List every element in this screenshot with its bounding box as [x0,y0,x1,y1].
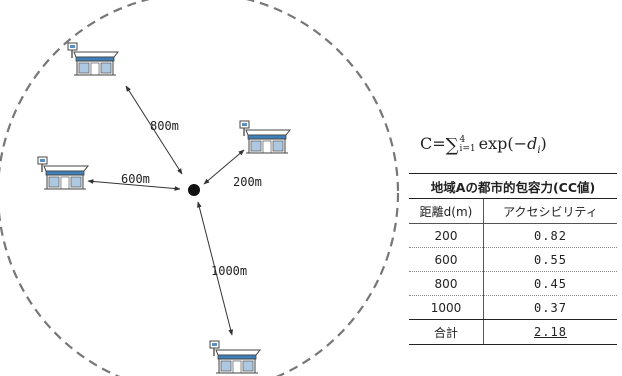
formula-sub: i [537,145,541,157]
formula-prefix: C= [420,134,446,153]
table-row: 200 0.82 [409,223,617,248]
column-header-accessibility: アクセシビリティ [483,198,617,224]
sum-symbol: ∑ [445,135,459,156]
accessibility-diagram: 800m 600m 200m 1000m [0,0,400,376]
distance-cell: 1000 [409,295,484,320]
column-header-distance: 距離d(m) [409,198,484,224]
convenience-store-icon [239,120,291,154]
table-row: 600 0.55 [409,247,617,272]
accessibility-cell: 0.55 [483,247,617,272]
total-label: 合計 [409,319,484,345]
convenience-store-icon [209,340,261,374]
formula-close: ) [540,134,547,153]
table-row: 800 0.45 [409,271,617,296]
total-value: 2.18 [534,325,567,339]
distance-label-600: 600m [121,172,150,186]
sum-lower: i=1 [459,143,476,154]
distance-label-1000: 1000m [211,264,247,278]
table-title: 地域Aの都市的包容力(CC値) [409,173,617,199]
distance-cell: 200 [409,223,484,248]
convenience-store-icon [67,42,119,76]
cc-table: 地域Aの都市的包容力(CC値) 距離d(m) アクセシビリティ 200 0.82… [409,173,617,345]
accessibility-cell: 0.45 [483,271,617,296]
distance-arrow-600 [87,179,181,191]
service-area-circle [0,0,400,376]
accessibility-cell: 0.82 [483,223,617,248]
total-value-cell: 2.18 [483,319,617,345]
distance-arrow-200 [203,149,245,185]
distance-label-200: 200m [233,175,262,189]
distance-label-800: 800m [150,119,179,133]
distance-cell: 600 [409,247,484,272]
accessibility-cell: 0.37 [483,295,617,320]
total-row: 合計 2.18 [409,319,617,345]
table-row: 1000 0.37 [409,295,617,320]
convenience-store-icon [37,156,89,190]
sum-upper: 4 [459,134,466,145]
center-point-icon [188,184,200,196]
distance-arrow-800 [125,85,183,175]
formula-var: d [527,134,538,153]
formula-body: exp(− [478,134,528,153]
distance-arrow-1000 [197,201,233,336]
distance-cell: 800 [409,271,484,296]
